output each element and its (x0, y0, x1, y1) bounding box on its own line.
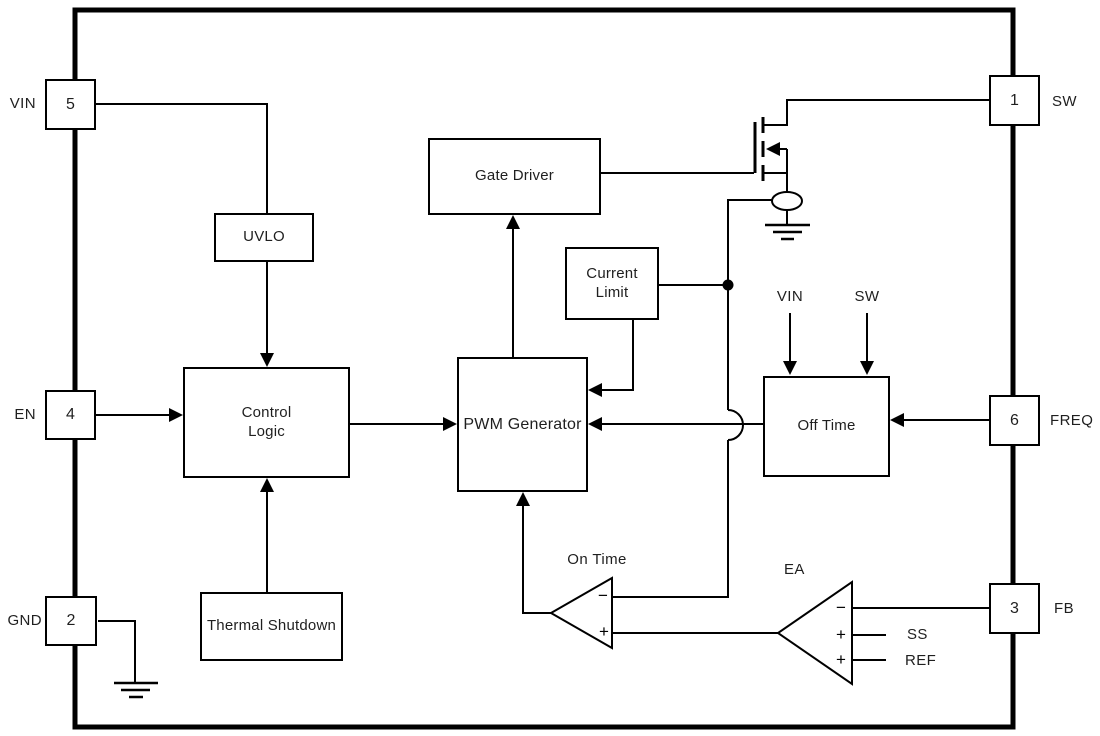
wire-freq-to-off-time (890, 413, 989, 427)
on-time-comparator-icon (516, 492, 778, 650)
ground-icon-gnd-pin (114, 681, 158, 699)
wire-off-time-to-pwm (588, 417, 763, 431)
ea-amplifier-icon (776, 580, 989, 686)
block-current-limit: Current Limit (565, 247, 659, 320)
pin-box-freq: 6 (989, 395, 1040, 446)
block-off-time-label: Off Time (797, 417, 856, 435)
signal-label-ea: EA (784, 561, 805, 578)
signal-label-ss: SS (907, 626, 928, 643)
on-time-minus-input: − (598, 586, 608, 605)
pin-label-sw: SW (1052, 93, 1077, 110)
wire-vin-to-uvlo (94, 103, 274, 367)
block-control-logic: Control Logic (183, 367, 350, 478)
pin-number-gnd: 2 (66, 612, 76, 629)
arrowhead-into-control-logic-top (260, 353, 274, 367)
pin-label-vin: VIN (9, 95, 36, 112)
block-gate-driver: Gate Driver (428, 138, 601, 215)
wire-vin-into-off-time (783, 313, 797, 375)
wire-pwm-to-gate-driver (506, 215, 520, 357)
pin-box-fb: 3 (989, 583, 1040, 634)
pin-number-vin: 5 (66, 95, 75, 113)
signal-label-on-time: On Time (567, 551, 627, 568)
block-pwm-generator-label: PWM Generator (463, 415, 582, 433)
pin-number-freq: 6 (1010, 411, 1019, 429)
signal-label-sw: SW (854, 288, 880, 305)
signal-label-ref: REF (905, 652, 937, 669)
chip-border (72, 7, 1016, 730)
mosfet-body-arrow (766, 142, 780, 156)
ea-plus-input-ss: + (836, 625, 846, 644)
pin-label-freq: FREQ (1050, 412, 1094, 429)
block-thermal-shutdown-label: Thermal Shutdown (206, 617, 337, 635)
pin-label-gnd: GND (7, 612, 42, 629)
block-pwm-generator: PWM Generator (457, 357, 588, 492)
pin-box-sw: 1 (989, 75, 1040, 126)
block-thermal-shutdown: Thermal Shutdown (200, 592, 343, 661)
signal-label-vin: VIN (776, 288, 804, 305)
wire-control-logic-to-pwm (350, 417, 457, 431)
wire-en-to-control-logic (96, 408, 183, 422)
pin-label-en: EN (14, 406, 36, 423)
pin-box-en: 4 (45, 390, 96, 440)
block-control-logic-label: Control Logic (241, 403, 292, 440)
block-off-time: Off Time (763, 376, 890, 477)
pin-number-fb: 3 (1010, 599, 1019, 617)
wire-thermal-to-control-logic (260, 478, 274, 592)
block-uvlo-label: UVLO (243, 228, 285, 246)
pin-number-en: 4 (66, 406, 75, 423)
block-uvlo: UVLO (214, 213, 314, 262)
on-time-plus-input: + (599, 622, 609, 641)
pin-number-sw: 1 (1010, 91, 1019, 109)
pin-box-gnd: 2 (45, 596, 97, 646)
pin-label-fb: FB (1054, 600, 1074, 617)
wire-sw-into-off-time (860, 313, 874, 375)
pin-box-vin: 5 (45, 79, 96, 130)
ea-minus-input: − (836, 598, 846, 617)
ground-icon-mosfet (765, 223, 810, 241)
block-current-limit-label: Current Limit (586, 264, 638, 301)
wire-current-limit (588, 279, 734, 397)
block-gate-driver-label: Gate Driver (475, 167, 554, 185)
junction-dot (722, 279, 734, 291)
ea-plus-input-ref: + (836, 650, 846, 669)
wire-gnd-to-ground (98, 620, 136, 683)
current-sense-icon (771, 191, 803, 224)
mosfet-icon (753, 99, 989, 192)
